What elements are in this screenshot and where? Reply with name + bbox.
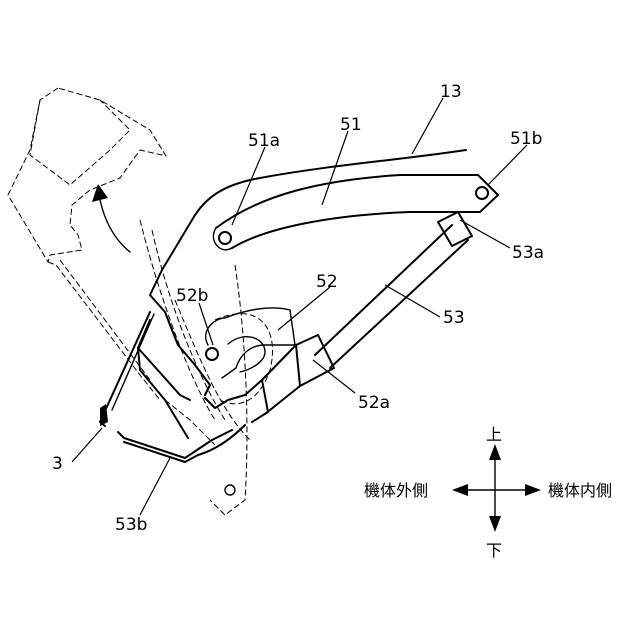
raised-position-phantom [8,88,273,515]
pivot-51a [219,232,231,244]
direction-down: 下 [486,541,502,560]
direction-up: 上 [486,425,502,444]
pivot-lower [225,485,235,495]
lower-frame [118,320,245,495]
link-52 [206,308,295,378]
direction-inner: 機体内側 [548,481,612,500]
leader-lines [72,98,527,515]
rotation-arrow [92,184,130,252]
label-52b: 52b [176,286,208,306]
label-53b: 53b [115,515,147,535]
label-51: 51 [340,115,362,135]
label-53a: 53a [512,243,544,263]
label-3: 3 [52,454,63,474]
arrow-right-icon [525,484,541,496]
pivot-51b [476,187,488,199]
reference-labels: 13 51 51a 51b 53a 52 52b 53 52a 3 53b [52,82,544,535]
label-53: 53 [443,308,465,328]
arrow-left-icon [452,484,468,496]
label-52a: 52a [358,393,390,413]
arrow-up-icon [489,444,501,460]
pivot-52b [206,348,218,360]
label-13: 13 [440,82,462,102]
label-52: 52 [316,272,338,292]
label-51b: 51b [510,129,542,149]
label-51a: 51a [248,131,280,151]
direction-outer: 機体外側 [364,481,428,500]
direction-indicator: 上 下 機体外側 機体内側 [364,425,612,560]
arrow-down-icon [489,516,501,532]
strut-53 [245,212,472,422]
